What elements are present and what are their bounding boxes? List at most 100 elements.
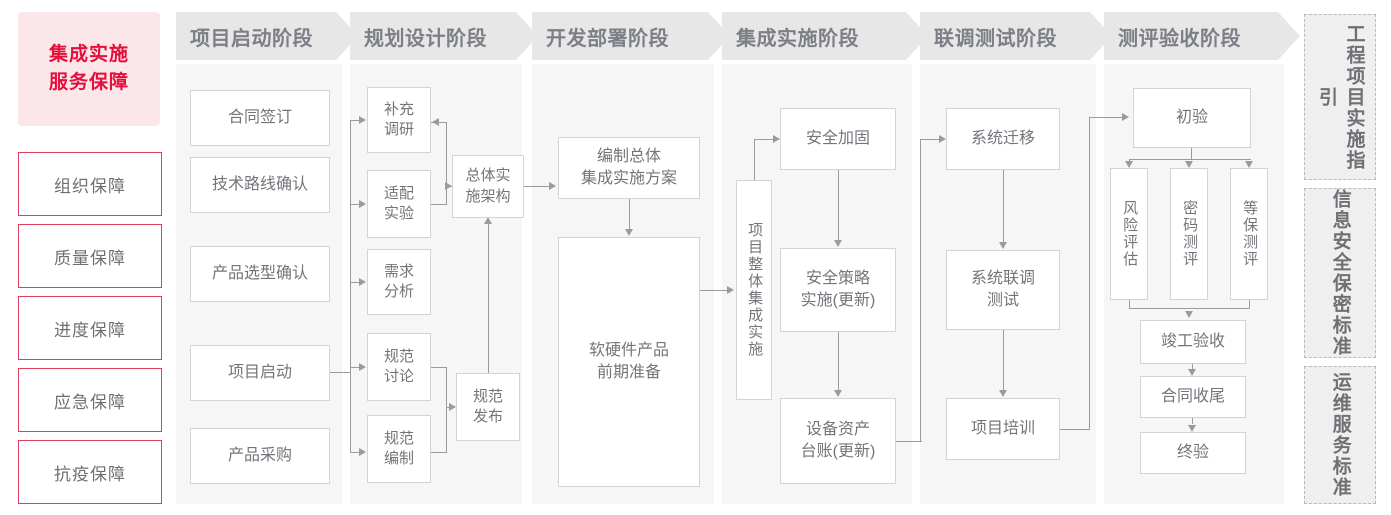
node-system-joint-debug-test[interactable]: 系统联调 测试 <box>946 250 1060 330</box>
node-security-policy-line1: 安全策略 <box>805 270 870 288</box>
node-requirement-analysis[interactable]: 需求 分析 <box>367 249 431 315</box>
connector-drafting-to-release <box>431 452 447 454</box>
node-tech-route-confirm[interactable]: 技术路线确认 <box>190 157 330 213</box>
connector-integration-to-hardening <box>754 139 774 141</box>
node-security-policy-implementation[interactable]: 安全策略 实施(更新) <box>780 248 896 332</box>
arrow-bus-to-adaptation <box>359 199 366 208</box>
node-joint-test-line1: 系统联调 <box>970 270 1035 288</box>
node-overall-implementation-architecture[interactable]: 总体实 施架构 <box>452 155 524 218</box>
node-classified-protection-evaluation[interactable]: 等保测评 <box>1230 168 1268 300</box>
phase-header-3[interactable]: 开发部署阶段 <box>532 12 730 60</box>
phase-header-2[interactable]: 规划设计阶段 <box>350 12 538 60</box>
arrow-policy-to-ledger <box>833 390 842 397</box>
node-requirement-analysis-line2: 分析 <box>383 283 414 300</box>
arrow-to-system-migration <box>939 134 946 143</box>
node-contract-signing[interactable]: 合同签订 <box>190 90 330 146</box>
arrow-merge-to-arch <box>445 181 452 190</box>
arrow-to-crypto-evaluation <box>1184 161 1193 168</box>
node-final-acceptance[interactable]: 终验 <box>1140 432 1246 474</box>
node-spec-discussion[interactable]: 规范 讨论 <box>367 333 431 401</box>
standard-box-infosec-confidentiality[interactable]: 信息安全保密标准 <box>1304 188 1376 358</box>
standard-label-ops-service: 运维服务标准 <box>1329 372 1351 498</box>
guarantee-item-emergency[interactable]: 应急保障 <box>18 368 162 432</box>
guarantee-item-quality[interactable]: 质量保障 <box>18 224 162 288</box>
arrow-to-completion-acceptance <box>1184 311 1193 318</box>
node-project-overall-integration[interactable]: 项目整体集成实施 <box>736 180 772 400</box>
arrow-hardening-to-policy <box>833 240 842 247</box>
node-security-hardening[interactable]: 安全加固 <box>780 108 896 170</box>
node-overall-integration-plan[interactable]: 编制总体 集成实施方案 <box>558 137 700 199</box>
guarantee-item-schedule[interactable]: 进度保障 <box>18 296 162 360</box>
node-spec-release[interactable]: 规范 发布 <box>456 373 520 441</box>
node-risk-assessment[interactable]: 风险评估 <box>1110 168 1148 300</box>
connector-plan-to-prep <box>629 199 631 230</box>
guarantee-item-epidemic[interactable]: 抗疫保障 <box>18 440 162 504</box>
connector-bus-to-research <box>350 120 360 122</box>
guarantee-title-line1: 集成实施 <box>48 44 129 66</box>
connector-classified-down <box>1249 300 1251 309</box>
node-completion-acceptance[interactable]: 竣工验收 <box>1140 320 1246 364</box>
connector-discussion-to-release <box>431 367 447 369</box>
connector-migration-to-joint-test <box>1003 170 1005 243</box>
connector-risk-down <box>1129 300 1131 309</box>
connector-to-system-migration <box>920 139 940 141</box>
arrow-plan-to-prep <box>624 229 633 236</box>
connector-training-right <box>1060 429 1090 431</box>
node-spec-drafting-line2: 编制 <box>383 450 414 467</box>
node-hw-sw-preparation[interactable]: 软硬件产品 前期准备 <box>558 237 700 487</box>
standard-box-ops-service[interactable]: 运维服务标准 <box>1304 366 1376 504</box>
node-joint-test-line2: 测试 <box>986 292 1019 309</box>
connector-bus-to-requirement <box>350 282 360 284</box>
node-project-training[interactable]: 项目培训 <box>946 398 1060 460</box>
standard-box-engineering-guideline[interactable]: 工程项目实施指引 <box>1304 14 1376 180</box>
connector-joint-test-to-training <box>1003 330 1005 391</box>
connector-bus-to-spec-drafting <box>350 452 360 454</box>
node-asset-ledger-line1: 设备资产 <box>805 421 870 439</box>
node-spec-discussion-line2: 讨论 <box>383 368 414 385</box>
guarantee-item-organization[interactable]: 组织保障 <box>18 152 162 216</box>
connector-arch-to-plan <box>524 186 550 188</box>
node-contract-closure[interactable]: 合同收尾 <box>1140 376 1246 418</box>
connector-evaluations-merge <box>1129 308 1250 310</box>
arrow-closure-to-final <box>1187 425 1196 432</box>
guarantee-title-line2: 服务保障 <box>48 72 129 93</box>
node-product-selection-confirm[interactable]: 产品选型确认 <box>190 246 330 302</box>
phase-header-1[interactable]: 项目启动阶段 <box>176 12 358 60</box>
arrow-bus-to-spec-discussion <box>359 362 366 371</box>
node-product-procurement[interactable]: 产品采购 <box>190 428 330 484</box>
node-security-policy-line2: 实施(更新) <box>800 292 876 309</box>
connector-release-merge <box>446 367 448 452</box>
arrow-joint-test-to-training <box>998 390 1007 397</box>
node-hw-sw-prep-line1: 软硬件产品 <box>588 342 669 360</box>
node-system-migration[interactable]: 系统迁移 <box>946 108 1060 170</box>
connector-ledger-up <box>920 139 922 442</box>
node-hw-sw-prep-line2: 前期准备 <box>596 364 661 381</box>
node-supplementary-research-line2: 调研 <box>383 121 414 138</box>
node-preliminary-acceptance[interactable]: 初验 <box>1133 88 1251 148</box>
connector-hardening-to-policy <box>838 170 840 241</box>
connector-integration-up <box>754 139 756 181</box>
node-spec-release-line2: 发布 <box>472 408 503 425</box>
node-adaptation-experiment[interactable]: 适配 实验 <box>367 170 431 238</box>
connector-phase2-bus <box>350 120 352 452</box>
connector-prep-to-integration <box>700 290 728 292</box>
node-overall-plan-line2: 集成实施方案 <box>580 170 677 187</box>
connector-release-up-to-arch <box>488 224 490 373</box>
node-spec-drafting[interactable]: 规范 编制 <box>367 415 431 483</box>
standard-label-engineering-guideline: 工程项目实施指引 <box>1316 23 1365 171</box>
node-cryptography-evaluation[interactable]: 密码测评 <box>1170 168 1208 300</box>
node-overall-arch-line2: 施架构 <box>465 187 511 205</box>
connector-to-preliminary-acceptance <box>1089 117 1123 119</box>
node-adaptation-experiment-line2: 实验 <box>383 205 414 222</box>
phase-header-6[interactable]: 测评验收阶段 <box>1104 12 1300 60</box>
node-equipment-asset-ledger[interactable]: 设备资产 台账(更新) <box>780 398 896 484</box>
arrow-bus-to-research <box>359 115 366 124</box>
arrow-merge-to-release <box>449 402 456 411</box>
arrow-to-preliminary-acceptance <box>1122 112 1129 121</box>
node-supplementary-research-line1: 补充 <box>383 100 414 118</box>
phase-header-5[interactable]: 联调测试阶段 <box>920 12 1112 60</box>
phase-header-4[interactable]: 集成实施阶段 <box>722 12 928 60</box>
node-supplementary-research[interactable]: 补充 调研 <box>367 87 431 153</box>
arrow-arch-to-research <box>432 117 439 126</box>
node-project-kickoff[interactable]: 项目启动 <box>190 345 330 401</box>
